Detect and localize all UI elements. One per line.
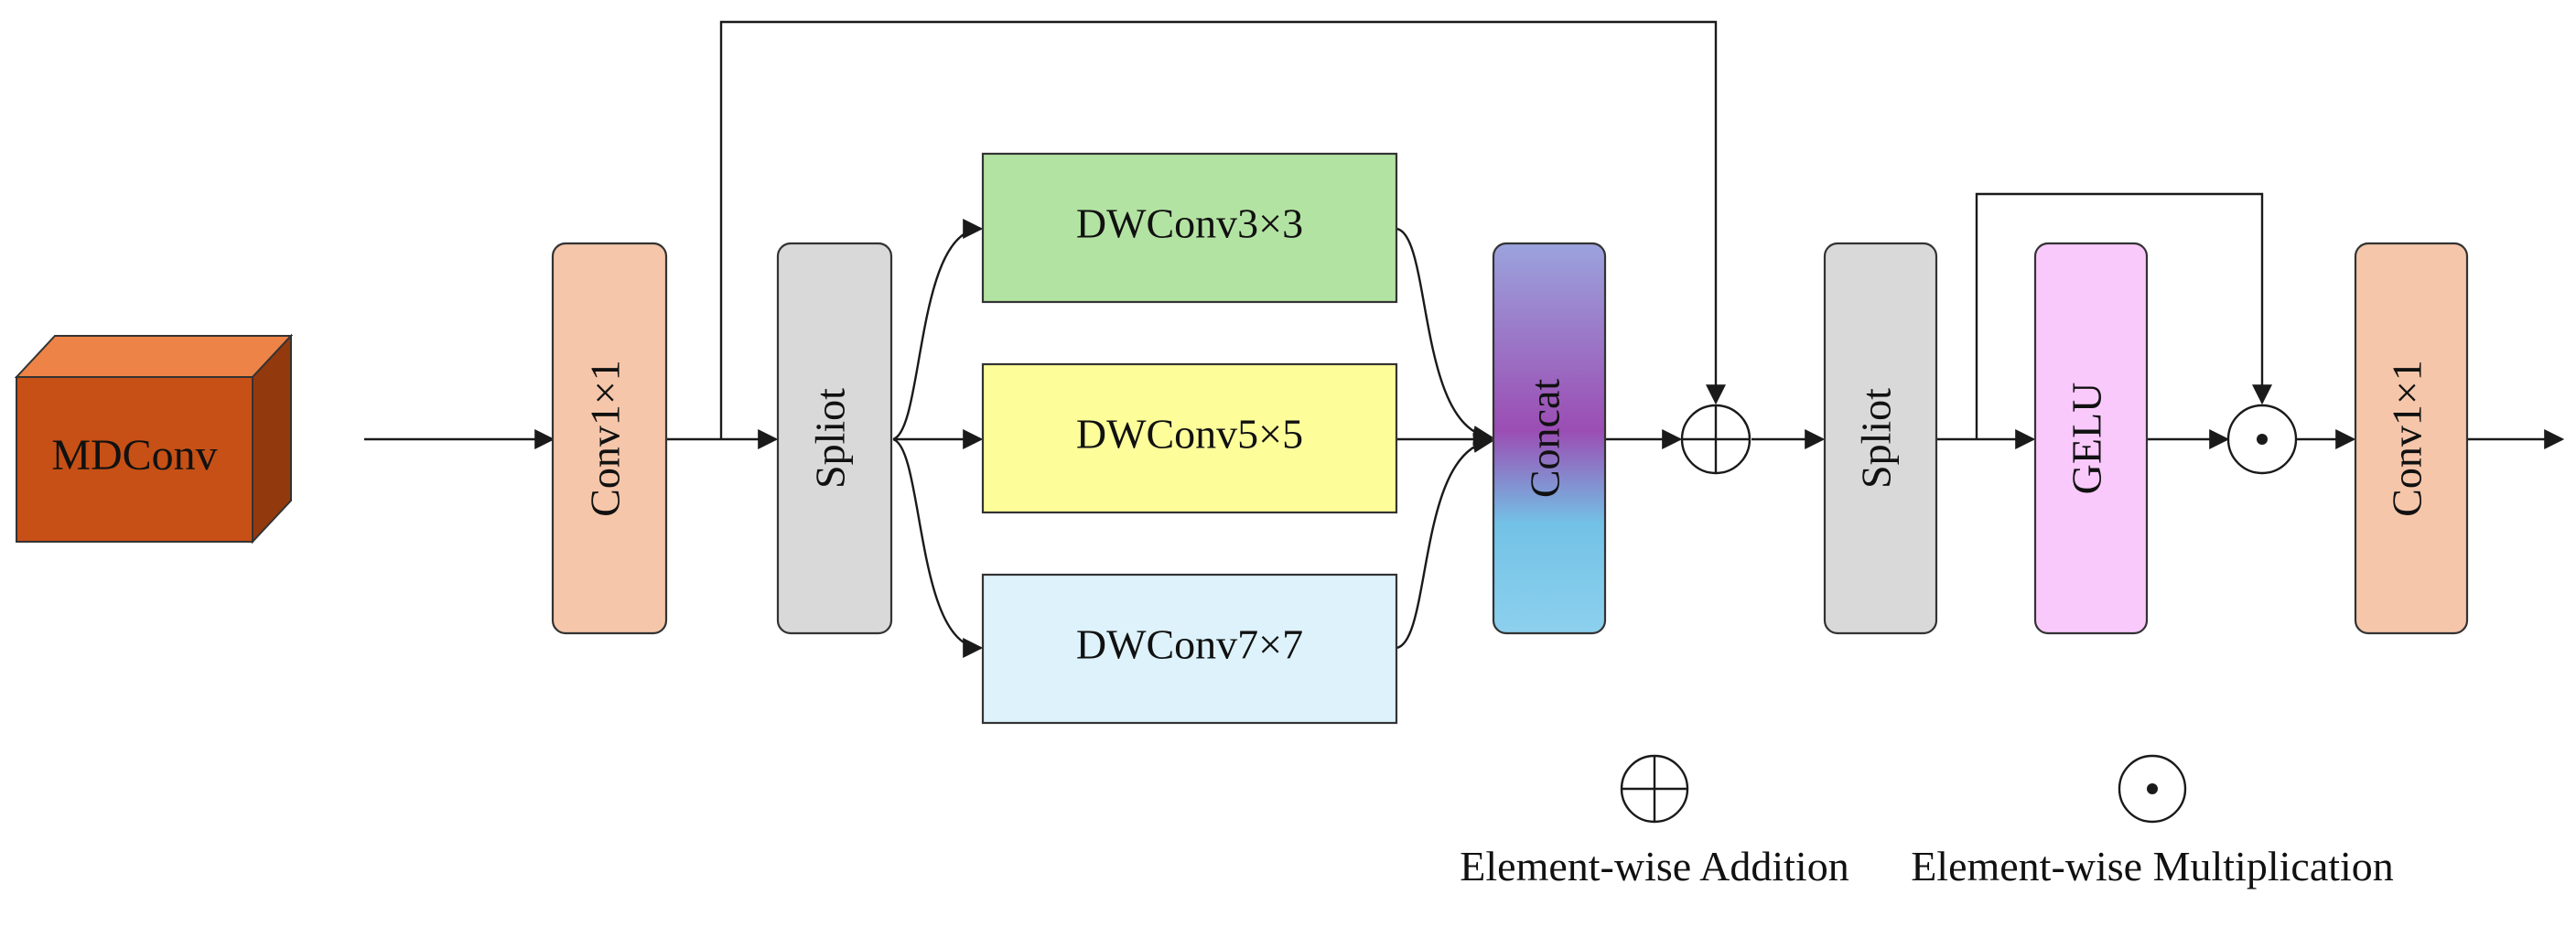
conv1x1-out-box [2354, 242, 2469, 635]
mdconv-cube: MDConv [14, 333, 294, 544]
dw3-to-concat-arrow [1396, 227, 1494, 446]
legend: Element-wise Addition Element-wise Multi… [1460, 754, 2394, 889]
dwconv3x3-label: DWConv3×3 [1076, 200, 1303, 247]
legend-multiplication-label: Element-wise Multiplication [1911, 843, 2394, 889]
gelu-box [2033, 242, 2149, 635]
concat-block: Concat [1492, 242, 1607, 635]
dwconv3x3-box [981, 152, 1398, 304]
dw7-to-concat-arrow [1396, 433, 1494, 650]
multiplication-node [2226, 404, 2298, 475]
addition-cross [1682, 405, 1750, 473]
connections [364, 20, 2565, 658]
cube-label: MDConv [51, 431, 217, 480]
dwconv5x5-box [981, 362, 1398, 514]
concat-box [1492, 242, 1607, 635]
gelu-label: GELU [2064, 383, 2110, 495]
split-block-1: Spliot [776, 242, 893, 635]
split-box-1 [776, 242, 893, 635]
split-to-dw7-arrow [892, 437, 984, 658]
legend-addition-label: Element-wise Addition [1460, 843, 1848, 889]
legend-addition: Element-wise Addition [1460, 754, 1849, 889]
gelu-block: GELU [2033, 242, 2149, 635]
conv1x1-in-block: Conv1×1 [551, 242, 668, 635]
legend-addition-cross [1622, 756, 1687, 822]
split-label-1: Spliot [807, 388, 854, 489]
dwconv7x7-block: DWConv7×7 [981, 573, 1398, 725]
cube-front-face [16, 376, 253, 543]
conv1x1-out-label: Conv1×1 [2384, 360, 2430, 517]
legend-multiplication-dot [2147, 783, 2158, 794]
split-label-2: Spliot [1853, 388, 1900, 489]
multiplication-dot [2257, 434, 2268, 445]
split-block-2: Spliot [1823, 242, 1938, 635]
dwconv3x3-block: DWConv3×3 [981, 152, 1398, 304]
split-to-dw3-arrow [892, 219, 984, 441]
dwconv5x5-block: DWConv5×5 [981, 362, 1398, 514]
dwconv5x5-label: DWConv5×5 [1076, 411, 1303, 458]
conv1x1-in-label: Conv1×1 [582, 360, 629, 517]
dwconv7x7-box [981, 573, 1398, 725]
gating-skip-arrow [1975, 192, 2272, 439]
legend-multiplication: Element-wise Multiplication [1911, 754, 2394, 889]
addition-node [1680, 404, 1751, 475]
conv1x1-in-box [551, 242, 668, 635]
residual-skip-arrow [719, 20, 1726, 439]
concat-label: Concat [1522, 379, 1568, 499]
split-box-2 [1823, 242, 1938, 635]
conv1x1-out-block: Conv1×1 [2354, 242, 2469, 635]
dwconv7x7-label: DWConv7×7 [1076, 621, 1303, 668]
cube-top-face [14, 335, 294, 378]
